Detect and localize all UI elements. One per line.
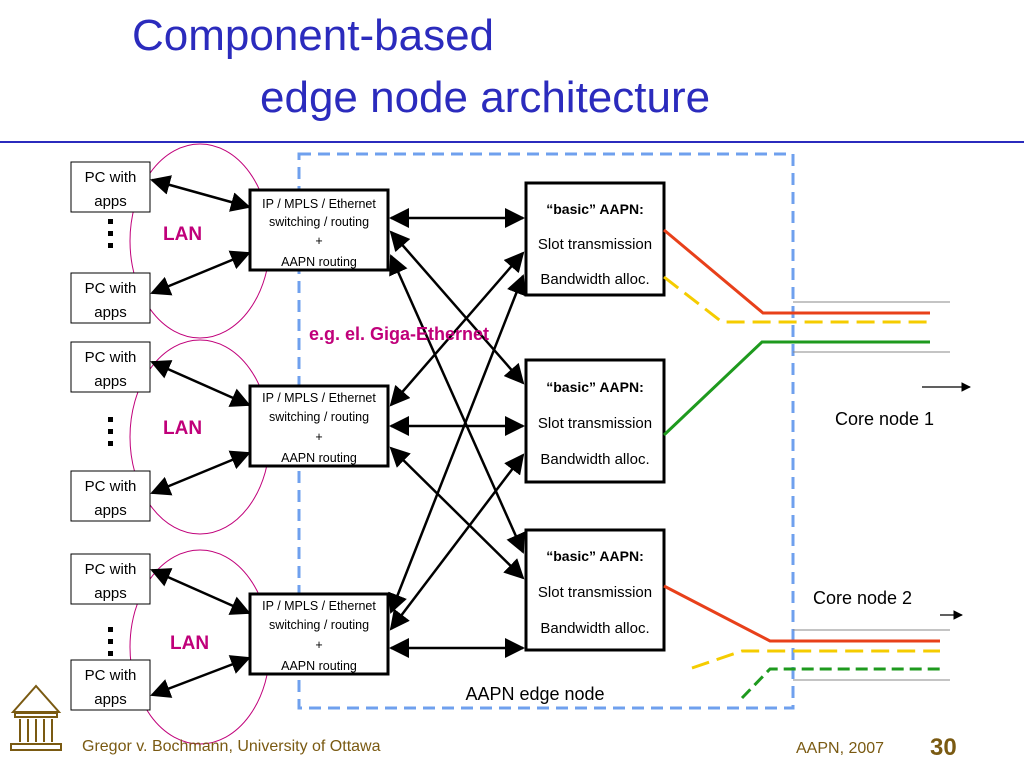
pc-label-line1: PC with [85,349,137,366]
switch-label-line1: IP / MPLS / Ethernet [262,391,376,405]
slide-title-line2: edge node architecture [260,73,711,122]
pc-box: PC with apps [70,161,151,213]
slide-title-line1: Component-based [132,11,495,60]
switch-label-line4: AAPN routing [281,255,357,269]
pc-label-line1: PC with [85,667,137,684]
aapn-box: “basic” AAPN: Slot transmission Bandwidt… [524,181,666,297]
switch-label-line2: switching / routing [269,215,369,229]
aapn-label-line3: Bandwidth alloc. [540,451,649,468]
aapn-box: “basic” AAPN: Slot transmission Bandwidt… [524,358,666,484]
switch-label-line2: switching / routing [269,618,369,632]
switch-label-line1: IP / MPLS / Ethernet [262,599,376,613]
core-node-1-label: Core node 1 [835,409,934,429]
switch-box: IP / MPLS / Ethernet switching / routing… [248,592,390,676]
lan-label: LAN [163,224,202,245]
title-rule [0,141,1024,143]
pc-box: PC with apps [70,553,151,605]
switch-box: IP / MPLS / Ethernet switching / routing… [248,384,390,468]
aapn-label-line3: Bandwidth alloc. [540,620,649,637]
core-node-2-bundle [663,584,950,700]
university-logo-icon [10,684,62,751]
pc-box: PC with apps [70,659,151,711]
pc-box: PC with apps [70,341,151,393]
aapn-label-line2: Slot transmission [538,236,652,253]
switch-label-line2: switching / routing [269,410,369,424]
pc-switch-links [150,175,251,698]
aapn-label-line2: Slot transmission [538,415,652,432]
footer-author: Gregor v. Bochmann, University of Ottawa [82,738,381,755]
core-node-1-bundle [662,228,950,437]
pc-label-line1: PC with [85,561,137,578]
pc-label-line1: PC with [85,478,137,495]
footer-event: AAPN, 2007 [796,740,885,757]
pc-label-line2: apps [94,691,127,708]
switch-label-line4: AAPN routing [281,451,357,465]
pc-box: PC with apps [70,470,151,522]
pc-label-line2: apps [94,502,127,519]
pc-box: PC with apps [70,272,151,324]
aapn-label-line1: “basic” AAPN: [546,201,644,217]
slide-number: 30 [930,734,957,761]
aapn-label-line2: Slot transmission [538,584,652,601]
pc-label-line1: PC with [85,169,137,186]
giga-ethernet-label: e.g. el. Giga-Ethernet [309,324,489,344]
switch-label-line3: + [315,430,322,444]
switch-aapn-links [388,208,526,658]
switch-label-line4: AAPN routing [281,659,357,673]
switch-box: IP / MPLS / Ethernet switching / routing… [248,188,390,272]
aapn-boxes: “basic” AAPN: Slot transmission Bandwidt… [524,181,666,652]
aapn-label-line1: “basic” AAPN: [546,379,644,395]
pc-label-line1: PC with [85,280,137,297]
pc-label-line2: apps [94,304,127,321]
switch-label-line1: IP / MPLS / Ethernet [262,197,376,211]
switch-label-line3: + [315,234,322,248]
lan-label: LAN [170,633,209,654]
aapn-box: “basic” AAPN: Slot transmission Bandwidt… [524,528,666,652]
edge-node-boundary [297,152,795,710]
lan-label: LAN [163,418,202,439]
pc-boxes: PC with apps PC with apps PC with apps P… [70,161,151,711]
pc-label-line2: apps [94,585,127,602]
pc-label-line2: apps [94,373,127,390]
core-node-2-label: Core node 2 [813,588,912,608]
ellipsis-dots [108,219,113,656]
aapn-label-line1: “basic” AAPN: [546,548,644,564]
switch-label-line3: + [315,638,322,652]
switch-boxes: IP / MPLS / Ethernet switching / routing… [248,188,390,676]
pc-label-line2: apps [94,193,127,210]
edge-node-label: AAPN edge node [465,684,604,704]
aapn-label-line3: Bandwidth alloc. [540,271,649,288]
